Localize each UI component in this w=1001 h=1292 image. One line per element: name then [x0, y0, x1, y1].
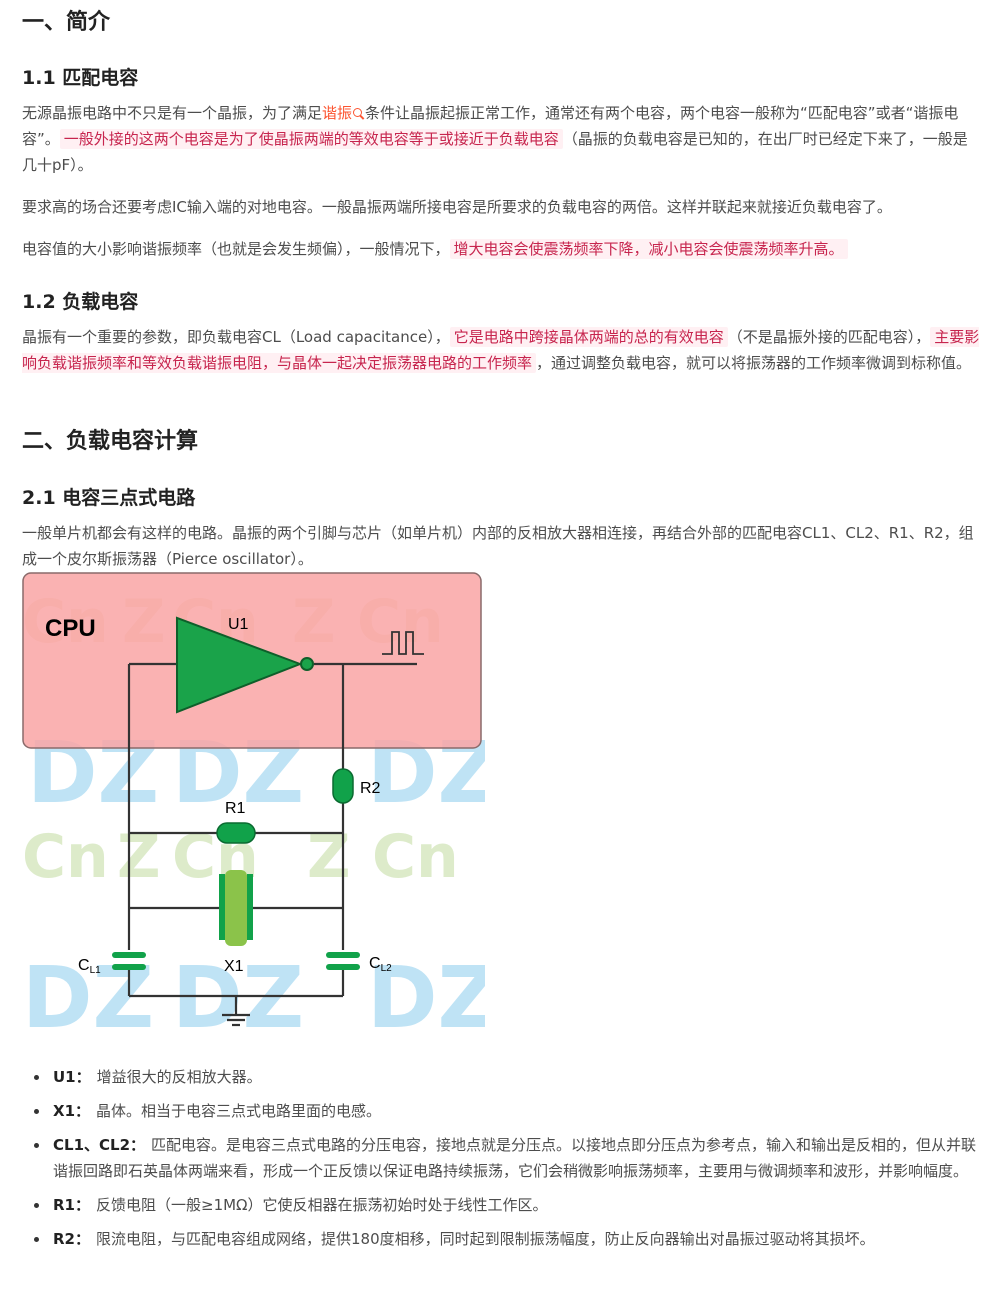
- list-item: X1： 晶体。相当于电容三点式电路里面的电感。: [22, 1098, 984, 1124]
- crystal-plate-left: [219, 874, 225, 940]
- crystal-plate-right: [247, 874, 253, 940]
- highlight-text: 一般外接的这两个电容是为了使晶振两端的等效电容等于或接近于负载电容: [59, 129, 563, 149]
- paragraph-ic-capacitance: 要求高的场合还要考虑IC输入端的对地电容。一般晶振两端所接电容是所要求的负载电容…: [22, 198, 892, 216]
- resistor-r1: [216, 822, 256, 844]
- cl1-label: CL1: [78, 957, 101, 976]
- paragraph-matching-capacitor: 无源晶振电路中不只是有一个晶振，为了满足谐振条件让晶振起振正常工作，通常还有两个…: [22, 100, 982, 178]
- paragraph-load-capacitor: 晶振有一个重要的参数，即负载电容CL（Load capacitance），它是电…: [22, 324, 982, 376]
- list-item: CL1、CL2：匹配电容。是电容三点式电路的分压电容，接地点就是分压点。以接地点…: [22, 1132, 984, 1184]
- cl2-label: CL2: [369, 955, 392, 974]
- pierce-oscillator-diagram: Cn Z Cn Z Cn DZ DZ DZ Cn Z Cn Z Cn DZ DZ…: [22, 572, 499, 1048]
- circuit-svg: Cn Z Cn Z Cn DZ DZ DZ Cn Z Cn Z Cn DZ DZ…: [22, 572, 499, 1048]
- paragraph-text: 晶振有一个重要的参数，即负载电容CL（Load capacitance），: [22, 328, 450, 346]
- list-item-term: X1：: [53, 1102, 91, 1120]
- circuit-wires: [127, 662, 417, 1027]
- capacitor-cl2-plate: [326, 952, 360, 958]
- inverter-bubble: [300, 657, 314, 671]
- paragraph-text: 条件让晶振起振正常工作，通常还有两个电容，两个电容一般称为“匹配电容”或者“谐振…: [22, 104, 959, 148]
- inverting-amplifier: [176, 616, 303, 714]
- paragraph-text: （晶振的负载电容是已知的，在出厂时已经定下来了，一般是几十pF）。: [22, 130, 968, 174]
- highlight-text: 增大电容会使震荡频率下降，减小电容会使震荡频率升高。: [449, 239, 848, 259]
- paragraph-text: （不是晶振外接的匹配电容），: [727, 328, 931, 346]
- watermark-text: Cn: [22, 822, 109, 892]
- list-item: U1： 增益很大的反相放大器。: [22, 1064, 984, 1090]
- watermark-text: DZ: [367, 949, 485, 1034]
- list-item: R2： 限流电阻，与匹配电容组成网络，提供180度相移，同时起到限制振荡幅度，防止…: [22, 1226, 984, 1252]
- paragraph-text: ，通过调整负载电容，就可以将振荡器的工作频率微调到标称值。: [536, 354, 972, 372]
- search-icon[interactable]: [353, 108, 363, 117]
- section-heading-intro: 一、简介: [22, 10, 111, 35]
- list-item-desc: 增益很大的反相放大器。: [96, 1068, 262, 1086]
- list-item-desc: 晶体。相当于电容三点式电路里面的电感。: [96, 1102, 382, 1120]
- list-item-desc: 限流电阻，与匹配电容组成网络，提供180度相移，同时起到限制振荡幅度，防止反向器…: [96, 1230, 875, 1248]
- list-item-term: R2：: [53, 1230, 90, 1248]
- x1-label: X1: [224, 958, 244, 975]
- list-item-desc: 匹配电容。是电容三点式电路的分压电容，接地点就是分压点。以接地点即分压点为参考点…: [53, 1136, 977, 1180]
- square-wave-icon: [382, 631, 424, 655]
- list-item: R1： 反馈电阻（一般≥1MΩ）它使反相器在振荡初始时处于线性工作区。: [22, 1192, 984, 1218]
- list-item-term: U1：: [53, 1068, 91, 1086]
- resistor-r2: [332, 768, 354, 804]
- watermark-text: DZ: [172, 949, 304, 1034]
- subsection-heading-three-point-circuit: 2.1 电容三点式电路: [22, 487, 196, 509]
- highlight-text: 它是电路中跨接晶体两端的总的有效电容: [449, 327, 728, 347]
- u1-label: U1: [228, 616, 249, 633]
- capacitor-cl1-plate: [112, 964, 146, 970]
- section-heading-load-capacitance-calc: 二、负载电容计算: [22, 429, 199, 454]
- subsection-heading-matching-capacitor: 1.1 匹配电容: [22, 67, 139, 89]
- paragraph-pierce-oscillator: 一般单片机都会有这样的电路。晶振的两个引脚与芯片（如单片机）内部的反相放大器相连…: [22, 524, 974, 568]
- subsection-heading-load-capacitor: 1.2 负载电容: [22, 291, 139, 313]
- cpu-label: CPU: [45, 615, 96, 642]
- capacitor-cl2-plate: [326, 964, 360, 970]
- paragraph-frequency-shift: 电容值的大小影响谐振频率（也就是会发生频偏），一般情况下，增大电容会使震荡频率下…: [22, 236, 982, 262]
- resonance-link[interactable]: 谐振: [322, 104, 353, 122]
- r2-label: R2: [360, 780, 381, 797]
- capacitor-cl1-plate: [112, 952, 146, 958]
- paragraph-text: 电容值的大小影响谐振频率（也就是会发生频偏），一般情况下，: [22, 240, 450, 258]
- list-item-term: R1：: [53, 1196, 90, 1214]
- component-list: U1： 增益很大的反相放大器。 X1： 晶体。相当于电容三点式电路里面的电感。 CL…: [22, 1064, 984, 1260]
- paragraph-text: 无源晶振电路中不只是有一个晶振，为了满足: [22, 104, 323, 122]
- list-item-desc: 反馈电阻（一般≥1MΩ）它使反相器在振荡初始时处于线性工作区。: [96, 1196, 548, 1214]
- watermark-text: Cn: [372, 822, 459, 892]
- r1-label: R1: [225, 800, 246, 817]
- crystal-x1: [225, 870, 247, 946]
- list-item-term: CL1、CL2：: [53, 1136, 146, 1154]
